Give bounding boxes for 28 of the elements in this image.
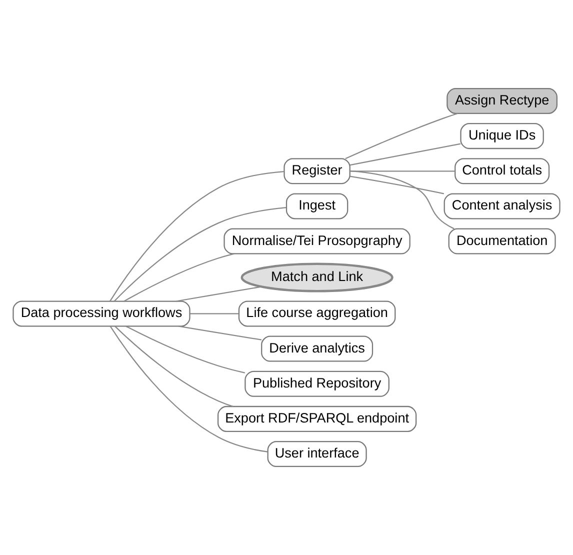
connector (110, 170, 284, 302)
connector (176, 286, 262, 302)
connector (126, 326, 245, 374)
node-box: Ingest (286, 193, 348, 220)
node-box: Control totals (454, 158, 550, 184)
connector (124, 253, 234, 302)
node-box: Life course aggregation (238, 300, 396, 327)
node-ellipse: Match and Link (240, 262, 394, 292)
node-box: Normalise/Tei Prosopgraphy (224, 228, 410, 254)
node-box: Assign Rectype (446, 88, 558, 114)
node-box: Unique IDs (460, 123, 544, 150)
node-box: Content analysis (444, 193, 560, 220)
connector (114, 326, 234, 407)
connector (110, 326, 268, 452)
connector (350, 143, 461, 166)
node-box: Register (284, 158, 350, 184)
node-box: Published Repository (244, 370, 390, 397)
connector (190, 313, 239, 314)
node-box: Derive analytics (261, 336, 374, 362)
node-box: Data processing workflows (12, 300, 190, 327)
connector (345, 112, 458, 160)
node-box: Documentation (448, 228, 556, 254)
connector (178, 326, 262, 340)
connector (350, 170, 454, 230)
connector (350, 176, 444, 194)
node-box: User interface (267, 441, 367, 468)
node-box: Export RDF/SPARQL endpoint (217, 406, 417, 432)
connector (114, 207, 286, 302)
